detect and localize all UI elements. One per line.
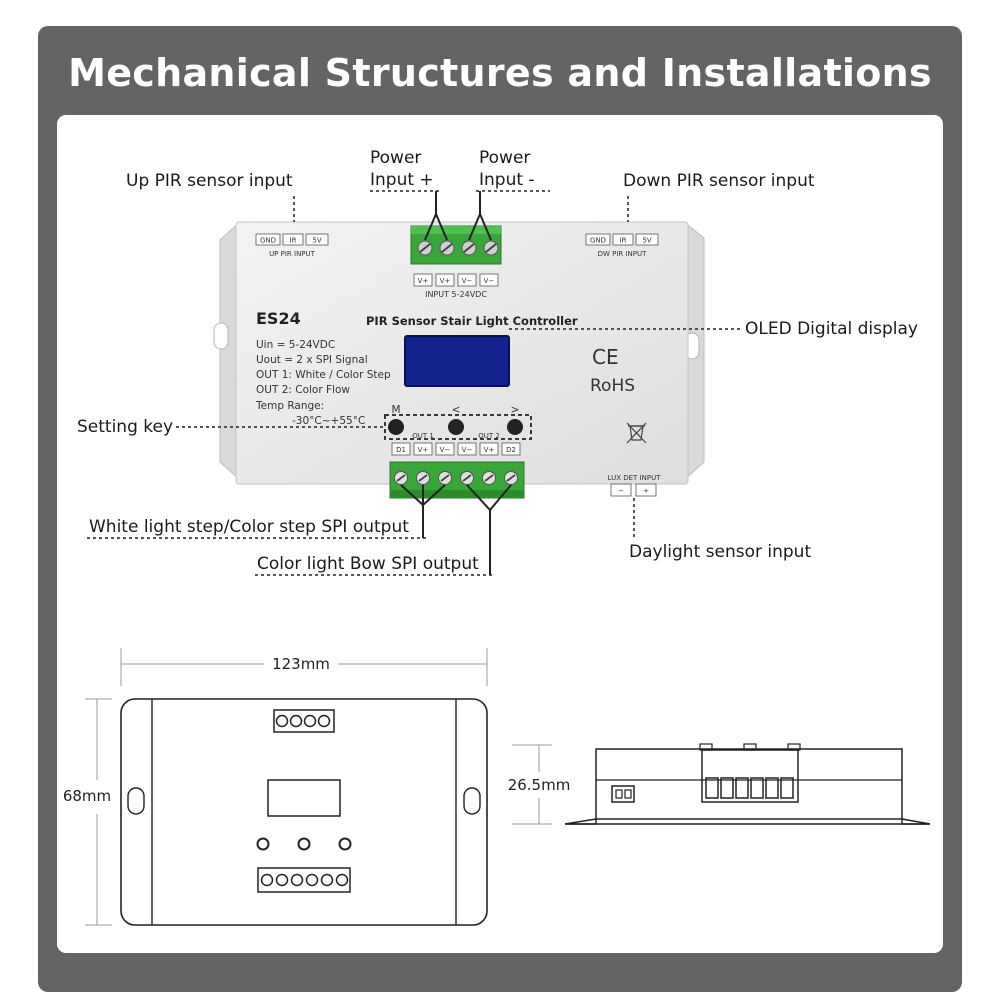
dw-pir-pin-labels: GND IR 5V DW PIR INPUT (585, 233, 659, 258)
svg-text:V−: V− (462, 277, 473, 285)
key-right-label: > (511, 404, 520, 416)
svg-text:V+: V+ (484, 446, 495, 454)
side-view-drawing (512, 743, 931, 825)
callout-setting-key: Setting key (77, 417, 173, 437)
svg-text:D1: D1 (396, 446, 406, 454)
svg-text:5V: 5V (642, 237, 651, 245)
callout-power-minus-2: Input - (479, 170, 535, 190)
device-illustration: GND IR 5V UP PIR INPUT GND IR 5V DW PIR … (213, 220, 705, 499)
device-specs: Uin = 5-24VDC Uout = 2 x SPI Signal OUT … (255, 339, 391, 427)
callout-power-plus-2: Input + (370, 170, 434, 190)
callout-oled: OLED Digital display (745, 319, 918, 339)
dim-depth: 26.5mm (508, 776, 571, 794)
svg-text:GND: GND (590, 237, 606, 245)
svg-text:OUT 1: OUT 1 (412, 432, 434, 440)
svg-text:IR: IR (620, 237, 627, 245)
ce-mark: CE (592, 345, 619, 369)
svg-text:Uout = 2 x SPI Signal: Uout = 2 x SPI Signal (256, 354, 368, 366)
callout-white-step: White light step/Color step SPI output (89, 517, 409, 537)
callout-power-minus-1: Power (479, 148, 530, 168)
svg-text:IR: IR (290, 237, 297, 245)
svg-text:D2: D2 (506, 446, 516, 454)
device-name: PIR Sensor Stair Light Controller (366, 314, 578, 328)
svg-text:DW PIR INPUT: DW PIR INPUT (598, 250, 648, 258)
callout-down-pir: Down PIR sensor input (623, 171, 815, 191)
svg-text:OUT 2: Color Flow: OUT 2: Color Flow (256, 384, 350, 396)
output-terminal (389, 461, 525, 499)
lux-input: LUX DET INPUT − + (608, 474, 662, 497)
key-m-button[interactable] (388, 419, 404, 435)
svg-text:−: − (618, 487, 624, 495)
svg-text:Temp Range:: Temp Range: (255, 400, 324, 412)
callout-daylight: Daylight sensor input (629, 542, 811, 562)
output-pin-labels: D1 V+ V− V− V+ D2 (391, 442, 521, 456)
svg-text:Uin = 5-24VDC: Uin = 5-24VDC (256, 339, 335, 351)
page-title: Mechanical Structures and Installations (68, 51, 932, 95)
left-mount-slot (213, 322, 229, 350)
setting-keys: M < > OUT 1 OUT 2 (388, 404, 523, 440)
callouts: Up PIR sensor input Power Input + Power … (77, 148, 918, 576)
svg-text:UP PIR INPUT: UP PIR INPUT (269, 250, 316, 258)
svg-text:V+: V+ (418, 446, 429, 454)
callout-power-plus-1: Power (370, 148, 421, 168)
svg-text:+: + (643, 487, 649, 495)
svg-text:V−: V− (484, 277, 495, 285)
up-pir-pin-labels: GND IR 5V UP PIR INPUT (255, 233, 329, 258)
power-input-terminal (410, 225, 502, 265)
svg-text:V+: V+ (418, 277, 429, 285)
oled-display (404, 335, 510, 387)
key-left-button[interactable] (448, 419, 464, 435)
svg-text:V+: V+ (440, 277, 451, 285)
top-view-drawing (85, 648, 488, 926)
svg-text:5V: 5V (312, 237, 321, 245)
svg-text:V−: V− (462, 446, 473, 454)
svg-text:LUX DET INPUT: LUX DET INPUT (608, 474, 662, 482)
dim-height: 68mm (63, 787, 111, 805)
callout-color-bow: Color light Bow SPI output (257, 554, 479, 574)
svg-text:GND: GND (260, 237, 276, 245)
dim-width: 123mm (272, 655, 330, 673)
key-right-button[interactable] (507, 419, 523, 435)
svg-text:INPUT 5-24VDC: INPUT 5-24VDC (425, 290, 487, 299)
svg-text:OUT 2: OUT 2 (478, 432, 500, 440)
key-m-label: M (391, 404, 400, 416)
svg-text:-30°C~+55°C: -30°C~+55°C (292, 415, 365, 427)
weee-bin-icon (626, 422, 647, 444)
svg-text:OUT 1: White / Color Step: OUT 1: White / Color Step (256, 369, 391, 381)
svg-text:V−: V− (440, 446, 451, 454)
model-label: ES24 (256, 309, 301, 328)
rohs-mark: RoHS (590, 376, 635, 396)
callout-up-pir: Up PIR sensor input (126, 171, 293, 191)
key-left-label: < (452, 404, 461, 416)
input-pin-labels: V+ V+ V− V− INPUT 5-24VDC (413, 273, 499, 299)
